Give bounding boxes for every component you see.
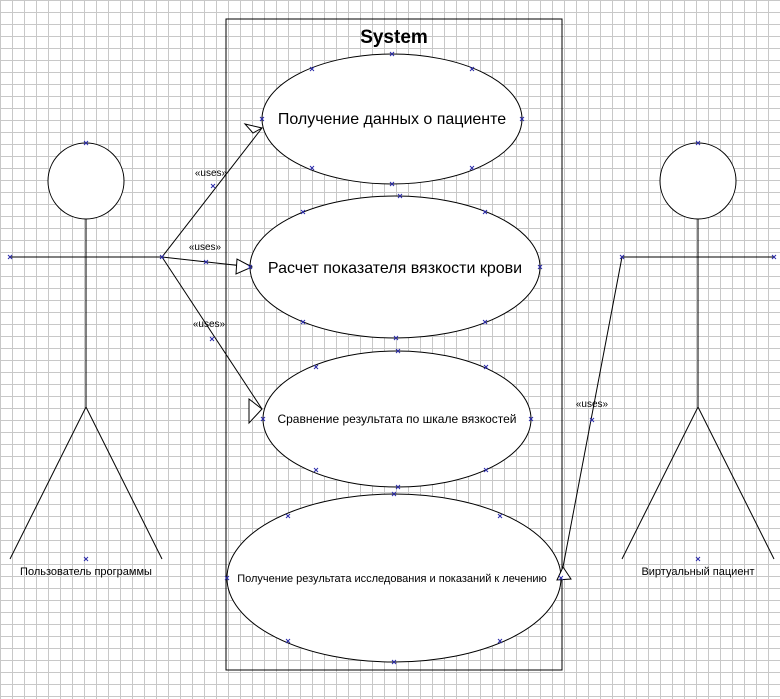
connection-marker xyxy=(203,259,209,265)
relation-label: «uses» xyxy=(195,168,228,179)
use-case-result-treatment-label: Получение результата исследования и пока… xyxy=(237,573,547,585)
connection-marker xyxy=(469,66,475,72)
connection-marker xyxy=(389,181,395,187)
connection-marker xyxy=(589,417,595,423)
relation-label: «uses» xyxy=(576,399,609,410)
connection-marker xyxy=(483,467,489,473)
connection-marker xyxy=(210,183,216,189)
connection-marker xyxy=(695,556,701,562)
use-case-viscosity-calc[interactable]: Расчет показателя вязкости крови xyxy=(249,195,541,339)
actor-virtual-leg-right xyxy=(697,406,775,560)
actor-virtual-head xyxy=(659,142,737,220)
connection-marker xyxy=(224,575,230,581)
connection-marker xyxy=(285,638,291,644)
connection-marker xyxy=(537,264,543,270)
arrowhead-open xyxy=(556,565,572,581)
actor-user-leg-left xyxy=(9,406,87,560)
use-case-patient-data-label: Получение данных о пациенте xyxy=(278,111,506,128)
connection-marker xyxy=(159,254,165,260)
connection-marker xyxy=(260,416,266,422)
relation-label: «uses» xyxy=(189,242,222,253)
connection-marker xyxy=(7,254,13,260)
connection-marker xyxy=(313,364,319,370)
use-case-result-treatment[interactable]: Получение результата исследования и пока… xyxy=(226,493,562,663)
actor-user-label: Пользователь программы xyxy=(20,566,152,578)
connection-marker xyxy=(519,116,525,122)
connection-marker xyxy=(469,165,475,171)
connection-marker xyxy=(391,659,397,665)
use-case-patient-data[interactable]: Получение данных о пациенте xyxy=(261,53,523,185)
system-title: System xyxy=(360,27,428,48)
relation-user-patient-data[interactable]: «uses» xyxy=(161,123,264,258)
relation-user-viscosity-calc[interactable]: «uses» xyxy=(161,242,254,275)
connection-marker xyxy=(391,491,397,497)
connection-marker xyxy=(497,513,503,519)
connection-marker xyxy=(395,484,401,490)
actor-virtual-leg-left xyxy=(621,406,699,560)
connection-marker xyxy=(393,335,399,341)
connection-marker xyxy=(247,264,253,270)
connection-marker xyxy=(482,209,488,215)
connection-marker xyxy=(619,254,625,260)
use-case-viscosity-calc-label: Расчет показателя вязкости крови xyxy=(268,260,522,277)
connection-marker xyxy=(285,513,291,519)
system-boundary xyxy=(225,18,563,671)
connection-marker xyxy=(309,66,315,72)
arrowhead-open xyxy=(248,397,263,425)
connection-marker xyxy=(395,348,401,354)
connection-marker xyxy=(313,467,319,473)
connection-marker xyxy=(558,575,564,581)
connection-marker xyxy=(771,254,777,260)
connection-marker xyxy=(300,209,306,215)
arrowhead-open xyxy=(235,258,254,275)
connection-marker xyxy=(209,336,215,342)
relation-user-scale-compare[interactable]: «uses» xyxy=(161,256,263,425)
connection-marker xyxy=(482,319,488,325)
actor-virtual-label: Виртуальный пациент xyxy=(641,566,754,578)
actor-user[interactable]: Пользователь программы xyxy=(9,142,163,578)
connection-marker xyxy=(397,193,403,199)
actor-user-leg-right xyxy=(85,406,163,560)
relation-label: «uses» xyxy=(193,319,226,330)
connection-marker xyxy=(528,416,534,422)
actor-user-head xyxy=(47,142,125,220)
connection-marker xyxy=(309,165,315,171)
use-case-scale-compare-label: Сравнение результата по шкале вязкостей xyxy=(277,412,516,426)
connection-marker xyxy=(83,140,89,146)
connection-marker xyxy=(389,51,395,57)
connection-markers xyxy=(7,51,777,665)
connection-marker xyxy=(259,116,265,122)
connection-marker xyxy=(300,319,306,325)
connection-marker xyxy=(695,140,701,146)
arrowhead-open xyxy=(243,123,264,134)
use-case-scale-compare[interactable]: Сравнение результата по шкале вязкостей xyxy=(262,350,532,488)
connection-marker xyxy=(483,364,489,370)
connection-marker xyxy=(83,556,89,562)
relation-virtual-result-treatment[interactable]: «uses» xyxy=(556,256,623,581)
connection-marker xyxy=(497,638,503,644)
actor-virtual-patient[interactable]: Виртуальный пациент xyxy=(621,142,775,578)
